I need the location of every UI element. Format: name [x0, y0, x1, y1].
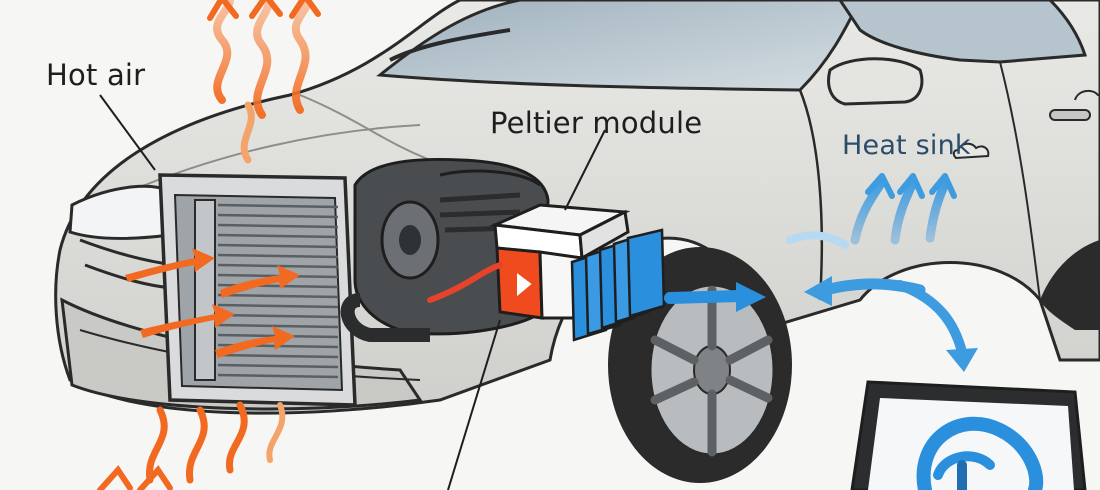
- cold-air-arrow-icon: [929, 173, 957, 199]
- power-icon: [916, 416, 1044, 490]
- side-mirror: [827, 57, 924, 106]
- radiator-fin: [217, 363, 339, 369]
- rear-wheel: [1040, 240, 1100, 330]
- hot-air-plumes: [207, 0, 321, 164]
- hot-air-arrow-icon: [249, 0, 283, 19]
- radiator: [158, 173, 357, 407]
- cloud-icon: [952, 89, 1100, 160]
- radiator-fin: [217, 233, 339, 239]
- door-line-rear: [999, 61, 1041, 301]
- hot-air-arrow-icon: [207, 0, 239, 21]
- heat-sink-label: Heat sink: [842, 130, 971, 161]
- windshield: [376, 0, 862, 92]
- door-line: [798, 89, 824, 301]
- side-window: [838, 0, 1088, 64]
- radiator-fin: [217, 303, 339, 309]
- cold-air-flow: [664, 173, 978, 372]
- hot-air-flow-arrows: [125, 248, 300, 358]
- heat-sink-fins: [570, 228, 666, 342]
- radiator-fin: [217, 373, 339, 379]
- radiator-fin: [217, 353, 339, 359]
- peltier-module-label: Peltier module: [490, 106, 703, 140]
- radiator-fin: [217, 203, 339, 209]
- hot-air-plumes-bottom: [97, 401, 286, 490]
- radiator-fin: [217, 223, 339, 229]
- cold-air-arrow-icon: [897, 173, 925, 199]
- control-display: [850, 380, 1087, 490]
- radiator-fin: [217, 253, 339, 259]
- peltier-wire: [427, 262, 503, 303]
- radiator-fin: [217, 323, 339, 329]
- hot-air-arrow-icon: [289, 0, 321, 19]
- radiator-fin: [217, 213, 339, 219]
- radiator-fin: [217, 243, 339, 249]
- peltier-leader-line: [564, 129, 606, 211]
- hot-air-leader-line: [99, 94, 156, 171]
- radiator-fin: [217, 293, 339, 299]
- hot-air-label: Hot air: [46, 58, 146, 92]
- cold-air-arrow-icon: [865, 173, 895, 199]
- door-handle: [1049, 109, 1091, 121]
- radiator-fin: [217, 313, 339, 319]
